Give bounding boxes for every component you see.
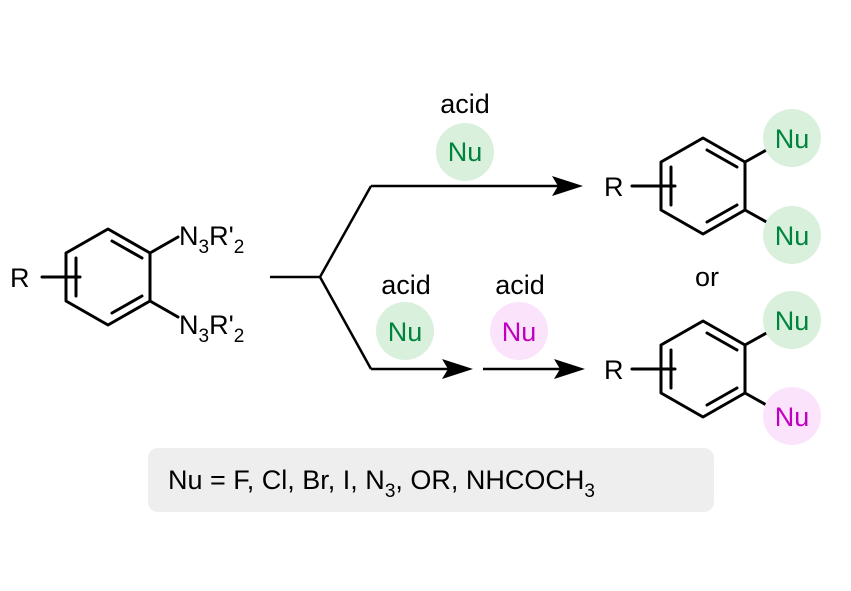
- nu-highlight-circle: [376, 302, 434, 360]
- bottom-arrow-second: [483, 359, 585, 379]
- bottom-arrowhead-second: [554, 359, 585, 379]
- legend-text: Nu = F, Cl, Br, I, N3, OR, NHCOCH3: [168, 465, 595, 502]
- reactant-double-bond: [110, 239, 144, 260]
- reactant-r-label: R: [10, 263, 30, 293]
- product-top-nu-a: Nu: [775, 124, 810, 154]
- product-top-nu-bond-b: [743, 208, 772, 226]
- bottom-nu-badge-1: Nu: [376, 302, 434, 360]
- product-bottom-molecule: R Nu Nu: [604, 291, 821, 445]
- branch-lower: [318, 276, 373, 370]
- product-top-double-bond: [705, 203, 739, 224]
- nu-highlight-circle: [763, 291, 821, 349]
- legend-background: [148, 448, 714, 512]
- top-nu-badge: Nu: [436, 123, 494, 181]
- reactant-double-bond: [110, 294, 144, 315]
- or-separator: or: [695, 262, 719, 292]
- product-top-molecule: R Nu Nu: [604, 109, 821, 264]
- nu-highlight-circle: [763, 387, 821, 445]
- bottom-arrowhead-first: [442, 359, 473, 379]
- nu-highlight-circle: [763, 109, 821, 167]
- reactant-substituent-top: N3R'2: [179, 221, 244, 258]
- nu-highlight-circle: [490, 302, 548, 360]
- nu-highlight-circle: [436, 123, 494, 181]
- bottom-nu-badge-2: Nu: [490, 302, 548, 360]
- product-top-double-bond: [705, 148, 739, 169]
- product-bottom-double-bond: [705, 386, 739, 407]
- nu-highlight-circle: [763, 206, 821, 264]
- nucleophile-legend: Nu = F, Cl, Br, I, N3, OR, NHCOCH3: [148, 448, 714, 512]
- top-arrowhead: [552, 176, 583, 196]
- product-bottom-nu-bond-a: [743, 329, 772, 347]
- top-reagent-acid: acid: [440, 89, 490, 119]
- bottom-reagent-acid-2: acid: [495, 270, 545, 300]
- product-bottom-r-label: R: [604, 355, 624, 385]
- product-bottom-nu-b: Nu: [775, 402, 810, 432]
- bottom-reagent-acid-1: acid: [381, 270, 431, 300]
- top-arrow: [371, 176, 583, 196]
- branch-upper: [318, 185, 373, 278]
- branch-lines: [270, 185, 373, 370]
- product-bottom-nu-a: Nu: [775, 306, 810, 336]
- top-nu-label: Nu: [448, 137, 483, 167]
- bottom-arrow-first: [371, 359, 473, 379]
- reactant-molecule: R N3R'2 N3R'2: [10, 221, 244, 347]
- product-top-r-label: R: [604, 172, 624, 202]
- bottom-nu-label-2: Nu: [502, 317, 537, 347]
- product-bottom-double-bond: [705, 331, 739, 352]
- product-top-nu-b: Nu: [775, 221, 810, 251]
- reactant-substituent-bottom: N3R'2: [179, 310, 244, 347]
- bottom-nu-label-1: Nu: [388, 317, 423, 347]
- reactant-n3-bond-top: [148, 235, 180, 255]
- reactant-n3-bond-bottom: [148, 299, 180, 319]
